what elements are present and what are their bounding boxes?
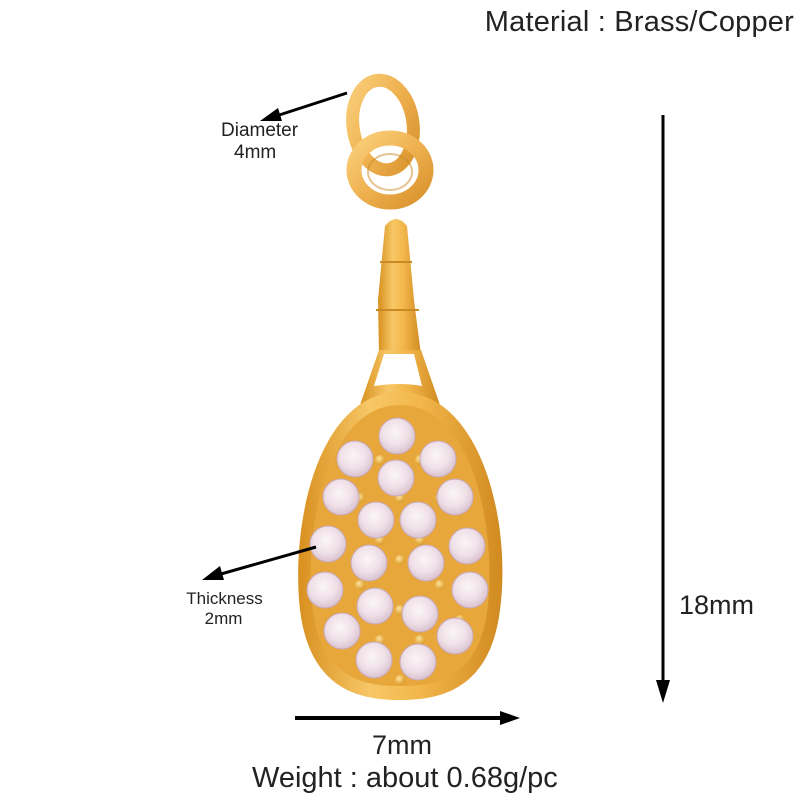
material-label: Material : Brass/Copper (484, 6, 794, 38)
thickness-label: Thickness (186, 589, 263, 608)
width-label: 7mm (372, 730, 432, 760)
height-arrow (656, 115, 670, 703)
pave-stones (306, 417, 489, 685)
width-arrow (295, 711, 520, 725)
diameter-annotation: Diameter 4mm (221, 120, 298, 164)
weight-label: Weight : about 0.68g/pc (252, 762, 558, 794)
thickness-value: 2mm (204, 609, 243, 628)
diameter-arrow (260, 91, 348, 121)
thickness-annotation: Thickness 2mm (177, 589, 272, 629)
thickness-arrow (202, 545, 317, 580)
height-label: 18mm (679, 590, 755, 620)
racket-handle (360, 219, 440, 405)
diameter-label: Diameter (221, 120, 299, 141)
diameter-value: 4mm (234, 142, 277, 163)
jump-ring (346, 73, 434, 210)
